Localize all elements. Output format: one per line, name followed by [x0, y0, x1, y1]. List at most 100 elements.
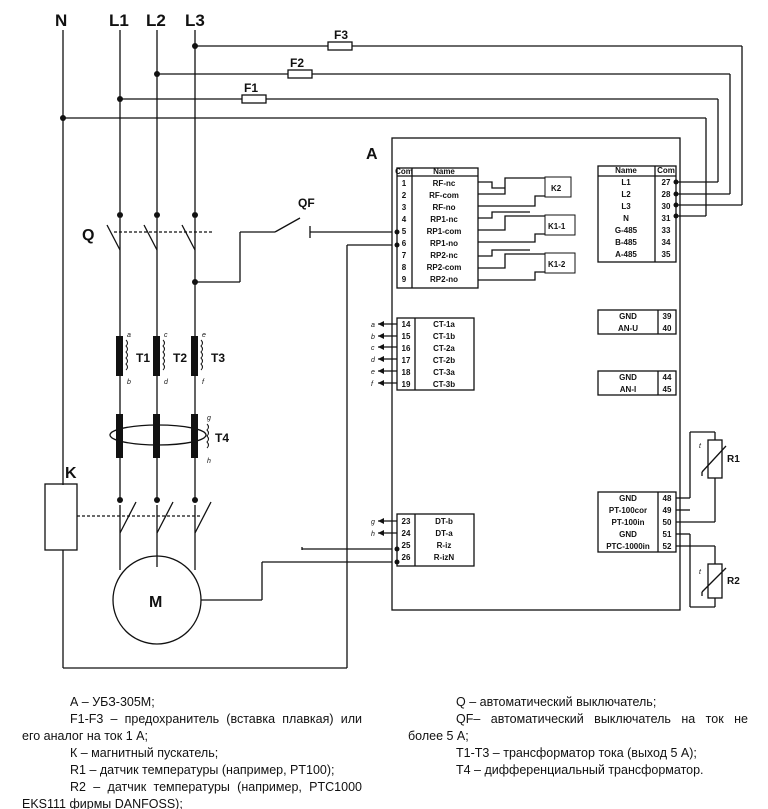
relay-block-header-name: Name: [433, 167, 455, 176]
dt-terminal-name: DT-b: [435, 517, 453, 526]
legend-left: А – УБЗ-305М; F1-F3 – предохранитель (вс…: [22, 694, 362, 809]
power-terminal-name: L2: [621, 190, 631, 199]
ct-letter-c: c: [164, 332, 168, 339]
relay-k1-2-box: [544, 252, 576, 274]
ct-terminal-number: 14: [402, 320, 411, 329]
ct-letter-f: f: [202, 379, 205, 386]
power-terminal-name: G-485: [615, 226, 638, 235]
ct-terminal-number: 18: [402, 368, 411, 377]
ct-arrow-a: a: [371, 322, 375, 329]
label-fuse-f3: F3: [334, 28, 348, 42]
an-u-terminal-name: GND: [619, 312, 637, 321]
legend-f: F1-F3 – предохранитель (вставка плавкая)…: [22, 712, 362, 743]
dt-terminal-name: R-izN: [434, 553, 455, 562]
relay-terminal-name: RP1-no: [430, 239, 458, 248]
legend-a: А – УБЗ-305М;: [70, 695, 155, 709]
label-t1: T1: [136, 351, 150, 365]
relay-k1-1-label: K1-1: [548, 222, 566, 231]
relay-terminal-name: RP1-com: [427, 227, 462, 236]
relay-terminal-number: 3: [402, 203, 407, 212]
power-terminal-number: 28: [662, 190, 671, 199]
ct-arrow-d: d: [371, 357, 376, 364]
temp-terminal-number: 50: [663, 518, 672, 527]
temp-terminal-number: 49: [663, 506, 672, 515]
relay-terminal-name: RF-no: [432, 203, 455, 212]
dt-terminal-name: R-iz: [437, 541, 452, 550]
temp-terminal-name: GND: [619, 494, 637, 503]
label-l1: L1: [109, 11, 129, 30]
relay-terminal-number: 8: [402, 263, 407, 272]
r2-t-mark: t: [699, 569, 702, 576]
relay-k1-1-box: [544, 214, 576, 236]
temp-terminal-number: 48: [663, 494, 672, 503]
power-block-header-com: Com: [657, 166, 675, 175]
power-terminal-number: 27: [662, 178, 671, 187]
r1-t-mark: t: [699, 443, 702, 450]
label-motor: M: [149, 594, 162, 611]
label-t2: T2: [173, 351, 187, 365]
relay-terminal-number: 2: [402, 191, 407, 200]
label-n: N: [55, 11, 67, 30]
label-q: Q: [82, 227, 94, 244]
ct-terminal-number: 17: [402, 356, 411, 365]
dt-terminal-number: 26: [402, 553, 411, 562]
ct-terminal-name: CT-1a: [433, 320, 455, 329]
power-terminal-number: 33: [662, 226, 671, 235]
relay-terminal-name: RP1-nc: [430, 215, 458, 224]
ct-terminal-number: 16: [402, 344, 411, 353]
power-terminal-number: 34: [662, 238, 671, 247]
an-i-terminal-name: AN-I: [620, 385, 636, 394]
relay-k2-box: [544, 176, 572, 198]
relay-terminal-name: RP2-no: [430, 275, 458, 284]
legend-r2: R2 – датчик температуры (например, PTC10…: [22, 780, 362, 809]
ct-arrow-e: e: [371, 369, 375, 376]
power-terminal-number: 31: [662, 214, 671, 223]
relay-terminal-number: 7: [402, 251, 407, 260]
an-i-terminal-number: 45: [663, 385, 672, 394]
label-k: K: [65, 465, 77, 482]
an-u-terminal-number: 39: [663, 312, 672, 321]
label-r2: R2: [727, 576, 740, 587]
label-fuse-f2: F2: [290, 56, 304, 70]
ct-terminal-name: CT-3a: [433, 368, 455, 377]
relay-k2-label: K2: [551, 184, 562, 193]
ct-letter-b: b: [127, 379, 131, 386]
ct-terminal-number: 15: [402, 332, 411, 341]
power-terminal-name: B-485: [615, 238, 637, 247]
legend-k: К – магнитный пускатель;: [70, 746, 219, 760]
power-terminal-name: L3: [621, 202, 631, 211]
label-qf: QF: [298, 196, 315, 210]
an-i-terminal-name: GND: [619, 373, 637, 382]
dt-arrow-h: h: [371, 531, 375, 538]
legend-right: Q – автоматический выключатель; QF– авто…: [408, 694, 748, 779]
power-block-header-name: Name: [615, 166, 637, 175]
label-r1: R1: [727, 454, 740, 465]
ct-letter-d: d: [164, 379, 169, 386]
ct-arrow-b: b: [371, 334, 375, 341]
power-terminal-name: N: [623, 214, 629, 223]
temp-terminal-name: PTC-1000in: [606, 542, 650, 551]
ct-terminal-number: 19: [402, 380, 411, 389]
ct-letter-a: a: [127, 332, 131, 339]
dt-arrow-g: g: [371, 519, 375, 526]
ct-terminal-name: CT-2b: [433, 356, 455, 365]
ct-letter-e: e: [202, 332, 206, 339]
power-terminal-name: A-485: [615, 250, 637, 259]
current-transformers: [116, 336, 198, 458]
power-terminal-name: L1: [621, 178, 631, 187]
label-t4: T4: [215, 431, 229, 445]
relay-block-header-com: Com: [395, 167, 413, 176]
ct-arrow-f: f: [371, 381, 374, 388]
schematic: N L1 L2 L3 F3 F2 F1 A Q QF K M T1 T2 T3 …: [44, 11, 743, 669]
label-l2: L2: [146, 11, 166, 30]
ct-terminal-name: CT-1b: [433, 332, 455, 341]
relay-terminal-name: RF-nc: [433, 179, 456, 188]
temp-terminal-name: GND: [619, 530, 637, 539]
temp-terminal-number: 52: [663, 542, 672, 551]
dt-terminal-number: 25: [402, 541, 411, 550]
relay-terminal-number: 9: [402, 275, 407, 284]
legend-r1: R1 – датчик температуры (например, PT100…: [70, 763, 335, 777]
temp-terminal-number: 51: [663, 530, 672, 539]
an-u-terminal-name: AN-U: [618, 324, 638, 333]
